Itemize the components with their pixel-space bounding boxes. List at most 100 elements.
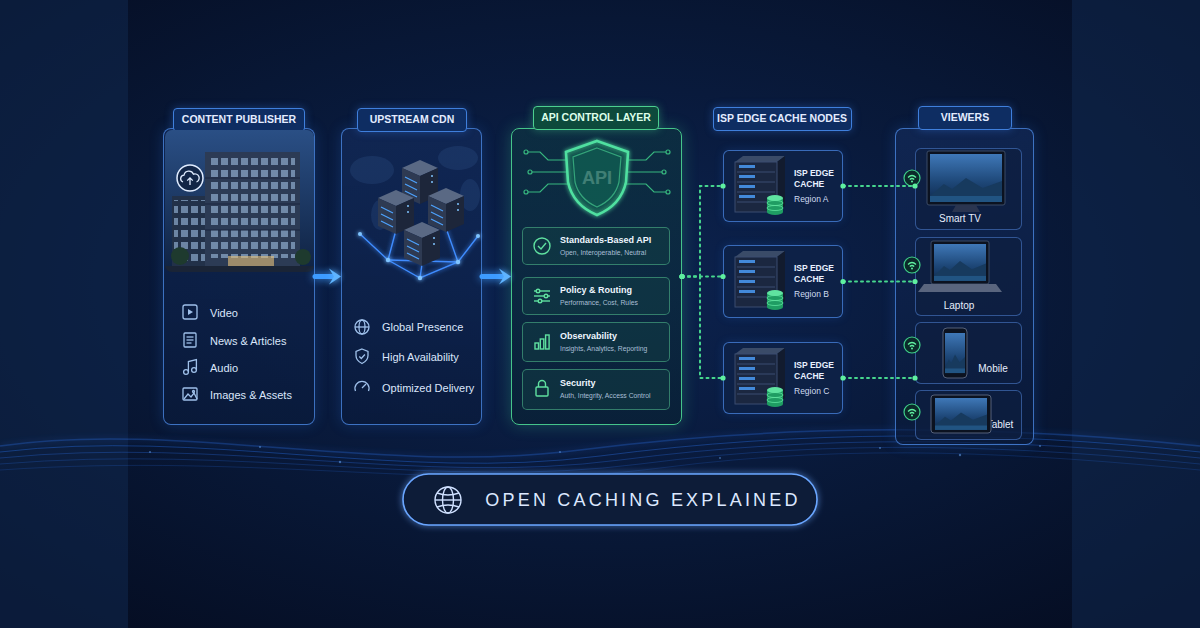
dotted-link (679, 274, 725, 279)
wifi-icons (904, 170, 920, 420)
device-box: Tablet (915, 390, 1022, 440)
cdn-illustration (402, 160, 438, 204)
cache-title: ISP EDGE CACHE (794, 360, 842, 382)
end-dot (720, 375, 725, 380)
feature-desc: Auth, Integrity, Access Control (560, 391, 668, 400)
network-lines (420, 264, 422, 278)
api-shield (566, 141, 628, 215)
circuit-lines (666, 150, 670, 154)
particles (959, 454, 961, 456)
end-dot (840, 375, 845, 380)
dotted-line (682, 277, 723, 379)
phone-illustration (945, 333, 965, 373)
dotted-link (679, 274, 725, 381)
list-item: Video (210, 306, 310, 320)
globe-icon (437, 493, 459, 495)
cdn-list-icons (362, 384, 366, 388)
section-header: API CONTROL LAYER (533, 106, 659, 130)
list-item: Optimized Delivery (382, 381, 480, 395)
dotted-line (843, 377, 915, 379)
end-dot (679, 274, 684, 279)
circuit-lines (524, 150, 670, 194)
world-map (438, 146, 478, 170)
wave-lines (0, 447, 1200, 472)
publisher-list-icons (184, 393, 197, 399)
flow-line (315, 274, 334, 279)
particles (1039, 445, 1041, 447)
circuit-lines (528, 170, 532, 174)
device-label: Tablet (978, 419, 1022, 431)
list-item: Audio (210, 361, 310, 375)
tablet-illustration (931, 395, 991, 433)
globe-icon (435, 487, 461, 513)
cache-node: ISP EDGE CACHERegion B (723, 245, 843, 318)
list-item: Images & Assets (210, 388, 310, 402)
cache-servers (735, 251, 785, 310)
dotted-link (840, 183, 917, 188)
cdn-illustration (428, 188, 464, 232)
device-label: Smart TV (924, 213, 996, 225)
cdn-illustration (378, 190, 414, 234)
smart-tv-illustration (930, 154, 1002, 202)
title-pill (403, 474, 817, 525)
upload-icon (177, 165, 203, 191)
smart-tv-illustration (927, 151, 1005, 212)
network-dots (476, 234, 480, 238)
network-dots (358, 232, 362, 236)
building-illustration (205, 152, 300, 272)
network-lines (388, 230, 396, 260)
network-lines (388, 260, 458, 262)
publisher-list-icons (184, 370, 189, 375)
wifi-icons (904, 170, 920, 186)
region-label: Region B (794, 289, 842, 300)
section-header: ISP EDGE CACHE NODES (714, 108, 850, 129)
api-feature-icons (536, 387, 548, 396)
cdn-illustration (404, 222, 440, 266)
globe-icon (437, 505, 459, 507)
diagram-title: OPEN CACHING EXPLAINED (476, 489, 810, 511)
api-shield (524, 141, 670, 215)
device-label: Laptop (923, 300, 995, 312)
particles (719, 457, 721, 459)
world-map (350, 156, 394, 184)
globe-icon (435, 499, 461, 500)
panel-box: UPSTREAM CDNGlobal PresenceHigh Availabi… (341, 128, 482, 425)
end-dot (840, 279, 845, 284)
publisher-list-icons (184, 333, 196, 347)
device-box: Smart TV (915, 148, 1022, 230)
building-illustration (210, 158, 295, 258)
publisher-list-icons (187, 342, 192, 343)
device-box: Laptop (915, 237, 1022, 316)
wave-lines (0, 442, 1200, 468)
globe-icon (435, 487, 461, 513)
circuit-lines (524, 190, 528, 194)
region-label: Region C (794, 386, 842, 397)
particles (559, 451, 561, 453)
building-illustration (205, 178, 300, 179)
api-feature-icons (534, 300, 550, 301)
cdn-list-icons (355, 320, 369, 334)
api-feature-icons (538, 299, 542, 303)
phone-illustration (943, 328, 967, 378)
building-illustration (205, 230, 300, 231)
api-feature-icons (544, 294, 548, 298)
upload-icon (181, 171, 200, 182)
control-panel: API CONTROL LAYERAPIStandards-Based APIO… (511, 128, 682, 425)
world-map (371, 200, 389, 230)
tablet-illustration (935, 412, 987, 430)
flow-arrow (482, 269, 511, 285)
arrow-head (329, 269, 341, 285)
end-dot (679, 274, 684, 279)
list-item: High Availability (382, 350, 480, 364)
feature-desc: Open, Interoperable, Neutral (560, 248, 668, 257)
publisher-list-icons (183, 305, 197, 400)
section-header: CONTENT PUBLISHER (173, 108, 305, 132)
feature-title: Policy & Routing (560, 284, 668, 296)
device-label: Mobile (968, 363, 1018, 375)
cache-servers (735, 156, 785, 215)
arrow-head (499, 269, 511, 285)
title-pill (403, 474, 817, 525)
publisher-list-icons (183, 388, 197, 400)
end-dot (840, 183, 845, 188)
publisher-list-icons (188, 309, 193, 315)
